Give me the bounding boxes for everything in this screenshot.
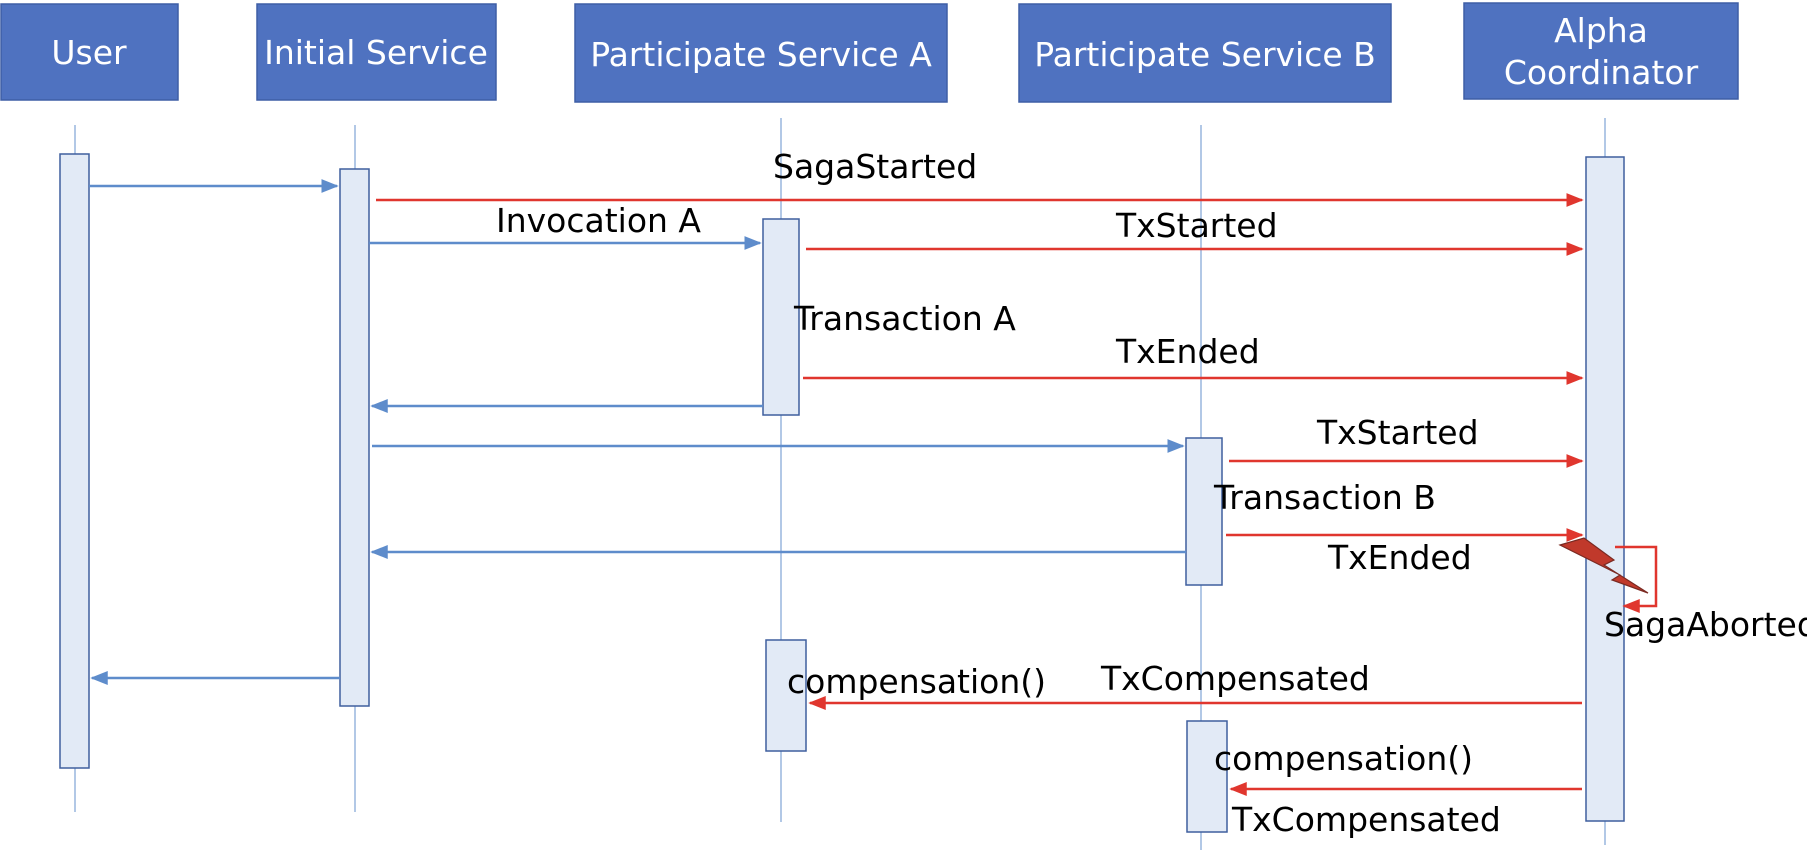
participant-label-alpha-line1: Alpha bbox=[1554, 11, 1648, 50]
activation-service-b-transaction bbox=[1185, 437, 1223, 586]
label-saga-started: SagaStarted bbox=[773, 147, 977, 186]
call-arrows bbox=[89, 179, 1186, 685]
message-labels: SagaStarted Invocation A TxStarted Trans… bbox=[496, 147, 1807, 839]
participant-initial-service: Initial Service bbox=[256, 3, 497, 101]
activation-service-b-compensation bbox=[1186, 720, 1228, 833]
label-compensation-a: compensation() bbox=[787, 662, 1046, 701]
activation-service-a-transaction bbox=[762, 218, 800, 416]
label-tx-ended-b: TxEnded bbox=[1327, 538, 1472, 577]
activation-initial bbox=[339, 168, 370, 707]
participant-header-alpha bbox=[1463, 2, 1739, 100]
label-saga-aborted: SagaAborted bbox=[1604, 605, 1807, 644]
participant-header-service-a bbox=[574, 3, 948, 103]
label-compensation-b: compensation() bbox=[1214, 739, 1473, 778]
label-tx-compensated-a: TxCompensated bbox=[1100, 659, 1370, 698]
label-transaction-a: Transaction A bbox=[793, 299, 1016, 338]
participant-label-alpha-line2: Coordinator bbox=[1504, 53, 1699, 92]
activation-service-a-compensation bbox=[765, 639, 807, 752]
participant-service-b: Participate Service B bbox=[1018, 3, 1392, 103]
participant-label-initial: Initial Service bbox=[264, 33, 488, 72]
participant-label-service-a: Participate Service A bbox=[590, 35, 932, 74]
participant-header-service-b bbox=[1018, 3, 1392, 103]
participant-user: User bbox=[0, 3, 179, 101]
participant-service-a: Participate Service A bbox=[574, 3, 948, 103]
participant-header-user bbox=[0, 3, 179, 101]
participant-label-service-b: Participate Service B bbox=[1034, 35, 1376, 74]
event-arrows bbox=[376, 193, 1658, 796]
participant-alpha-coordinator: Alpha Coordinator bbox=[1463, 2, 1739, 100]
participant-header-initial bbox=[256, 3, 497, 101]
label-tx-started-b: TxStarted bbox=[1316, 413, 1479, 452]
participant-label-user: User bbox=[51, 33, 127, 72]
arrow-saga-aborted-self bbox=[1615, 545, 1658, 613]
label-tx-started-a: TxStarted bbox=[1115, 206, 1278, 245]
label-transaction-b: Transaction B bbox=[1213, 478, 1436, 517]
lightning-bolt-icon bbox=[1558, 537, 1649, 594]
label-tx-compensated-b: TxCompensated bbox=[1231, 800, 1501, 839]
label-invocation-a: Invocation A bbox=[496, 201, 701, 240]
activation-alpha bbox=[1585, 156, 1625, 822]
label-tx-ended-a: TxEnded bbox=[1115, 332, 1260, 371]
activation-user bbox=[59, 153, 90, 769]
activations bbox=[59, 153, 1625, 833]
